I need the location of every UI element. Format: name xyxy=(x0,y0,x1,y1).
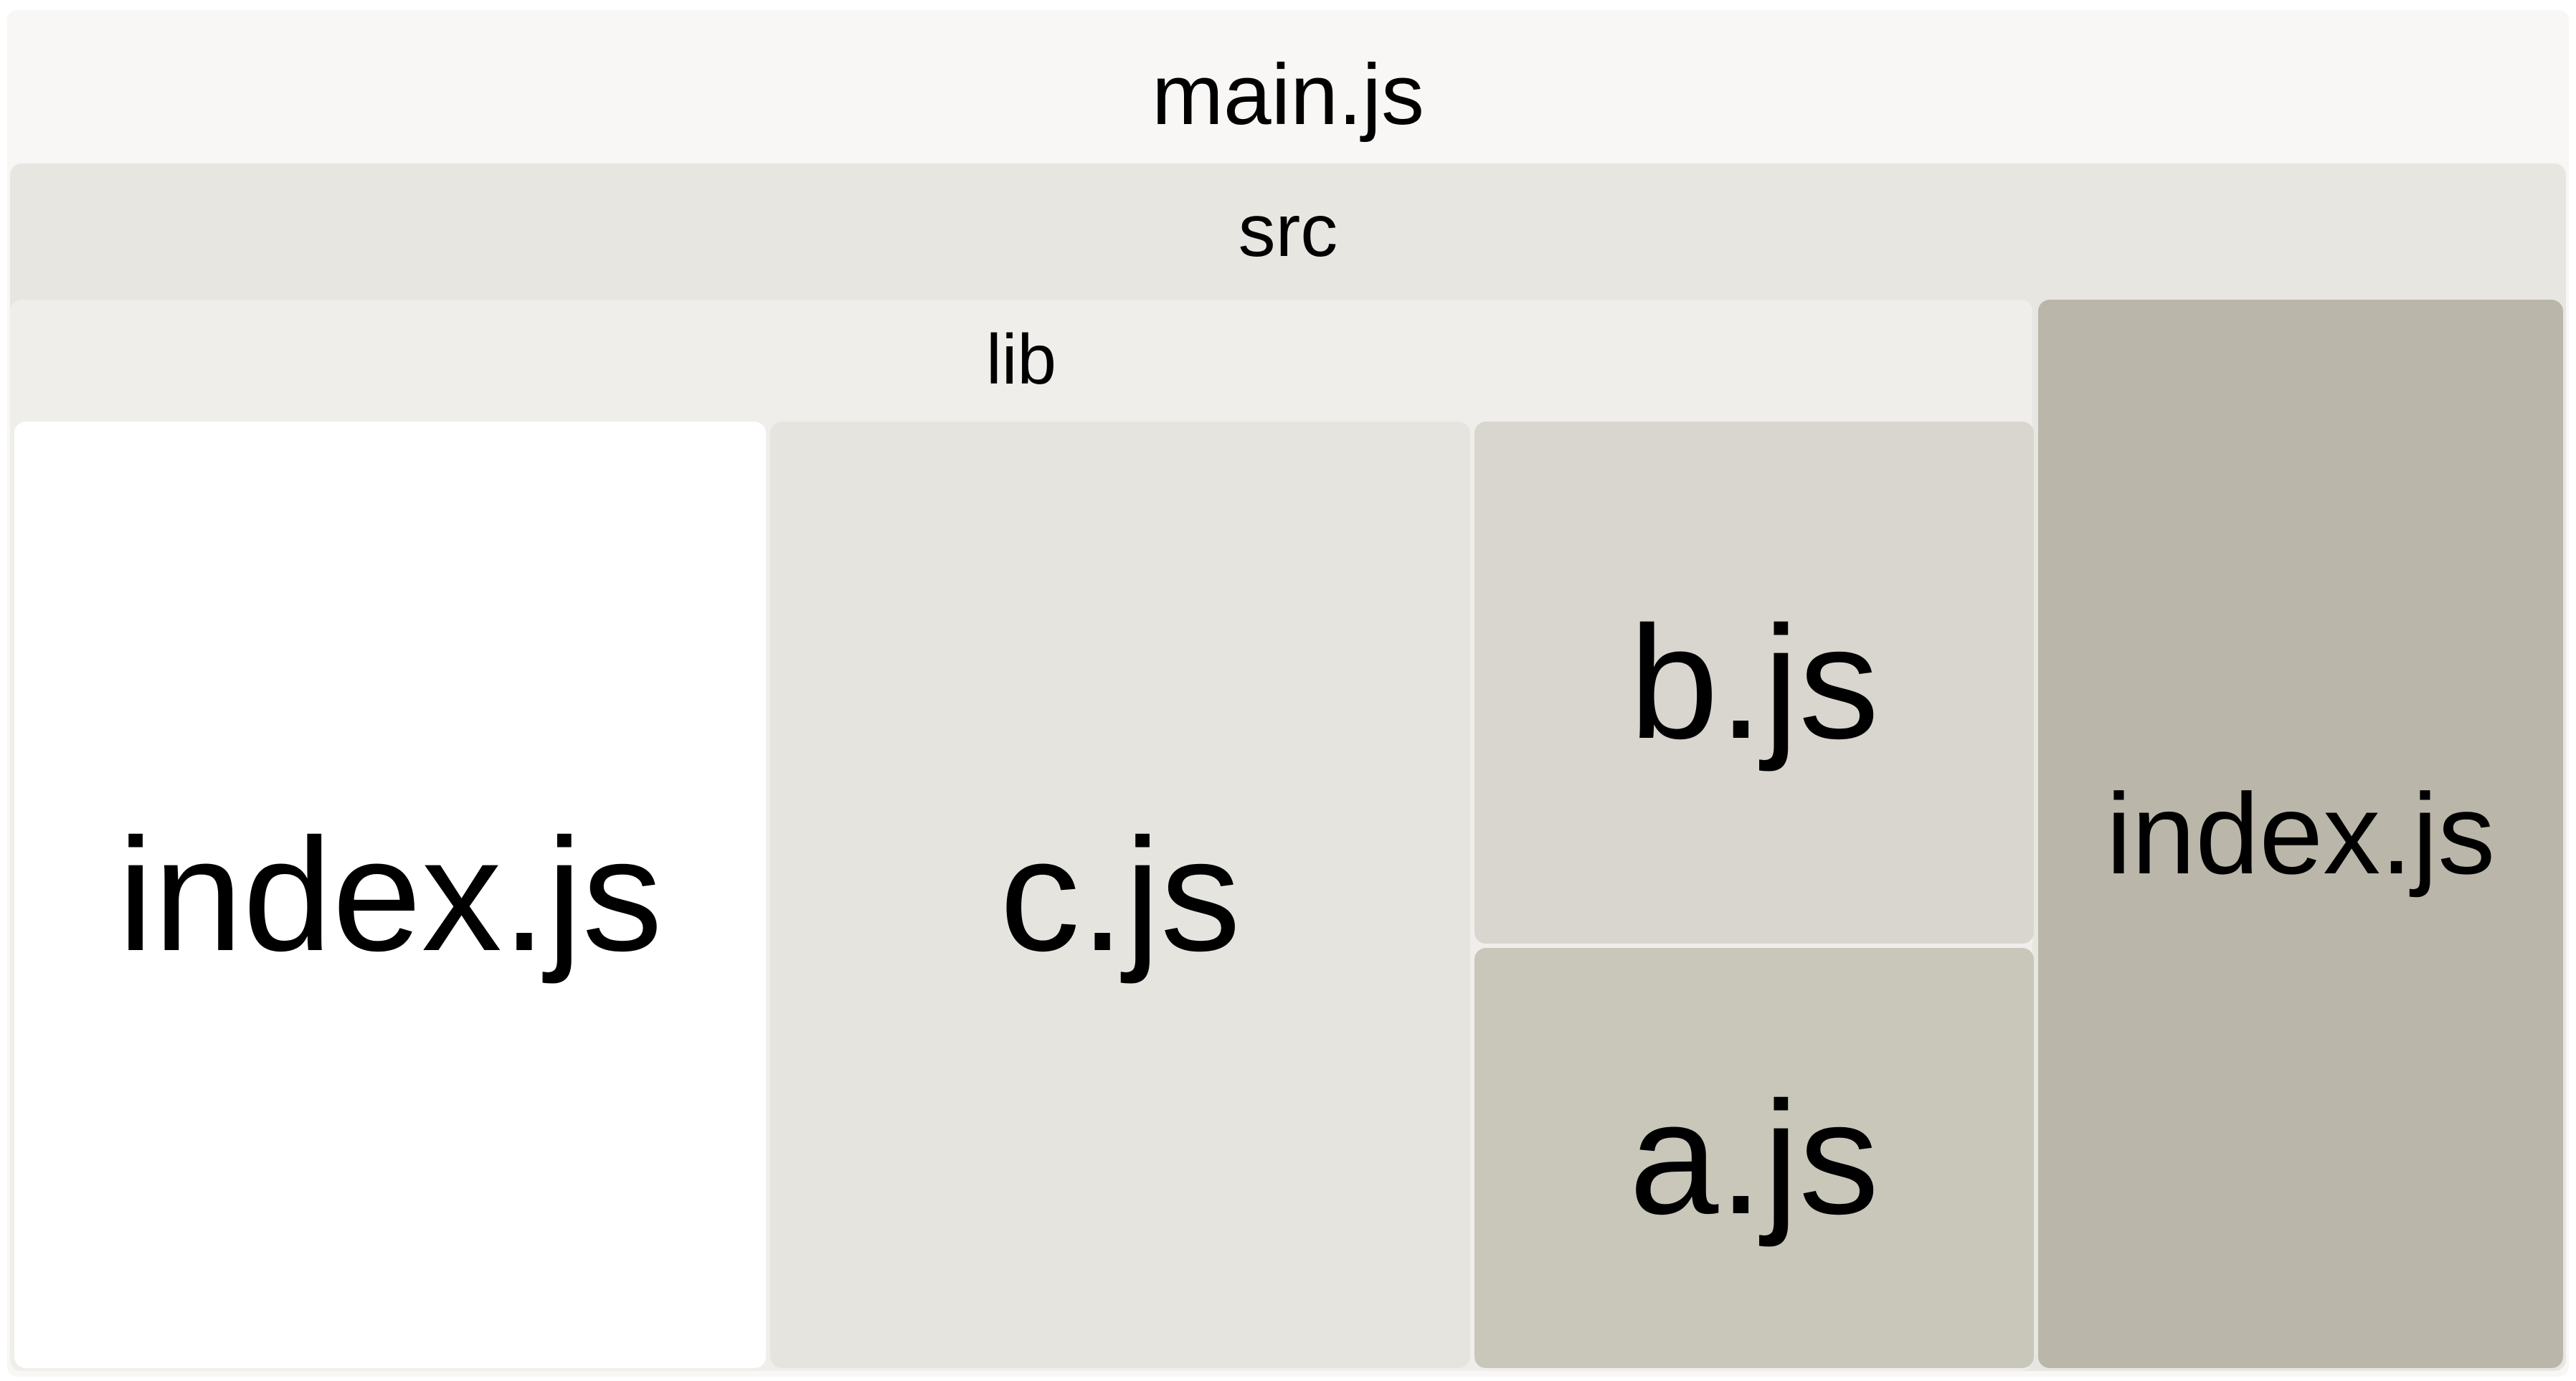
treemap-leaf-lib-index-js[interactable]: index.js xyxy=(14,422,766,1368)
leaf-label-c-js: c.js xyxy=(1000,805,1241,984)
node-label-main-js: main.js xyxy=(1151,47,1425,143)
node-label-lib: lib xyxy=(985,320,1057,399)
leaf-label-b-js: b.js xyxy=(1629,593,1880,772)
node-label-src: src xyxy=(1238,189,1338,272)
leaf-label-lib-index-js: index.js xyxy=(118,805,663,984)
treemap-leaf-c-js[interactable]: c.js xyxy=(770,422,1470,1368)
treemap-leaf-a-js[interactable]: a.js xyxy=(1474,948,2034,1368)
treemap-leaf-src-index-js[interactable]: index.js xyxy=(2038,300,2563,1368)
treemap-leaf-b-js[interactable]: b.js xyxy=(1474,422,2034,944)
leaf-label-src-index-js: index.js xyxy=(2106,769,2496,898)
leaf-label-a-js: a.js xyxy=(1629,1068,1880,1248)
